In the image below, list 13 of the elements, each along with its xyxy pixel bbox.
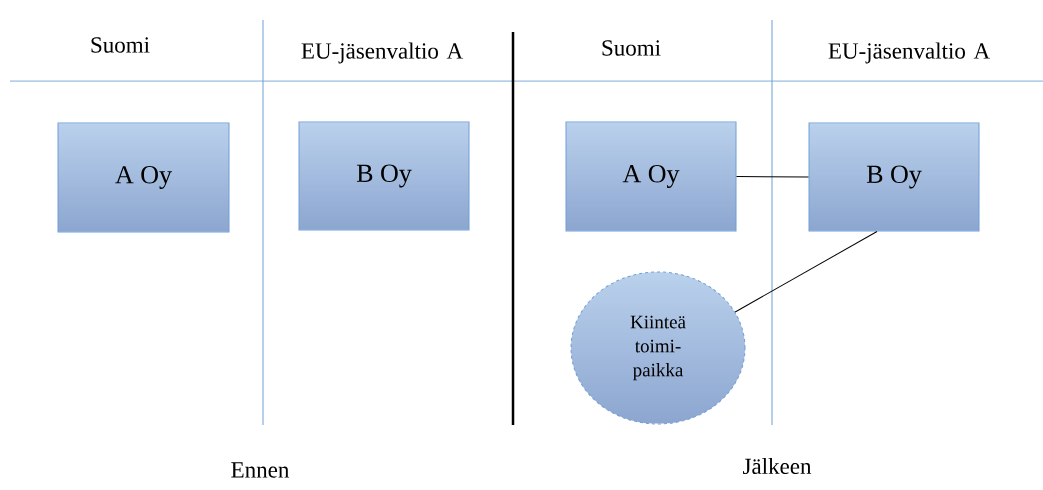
phase-label: Ennen: [231, 462, 290, 478]
company-box: B Oy: [298, 121, 470, 231]
company-box: A Oy: [57, 122, 230, 233]
ellipse-node: Kiinteä toimi-paikka: [570, 271, 746, 425]
column-heading: Suomi: [91, 37, 150, 53]
connector-line: [734, 231, 878, 313]
connector-line: [736, 176, 809, 178]
column-heading: Suomi: [602, 40, 661, 56]
company-box: B Oy: [808, 122, 980, 232]
phase-label: Jälkeen: [743, 457, 812, 475]
column-heading: EU-jäsenvaltio A: [301, 42, 463, 64]
company-box: A Oy: [565, 121, 737, 232]
column-heading: EU-jäsenvaltio A: [828, 42, 990, 64]
